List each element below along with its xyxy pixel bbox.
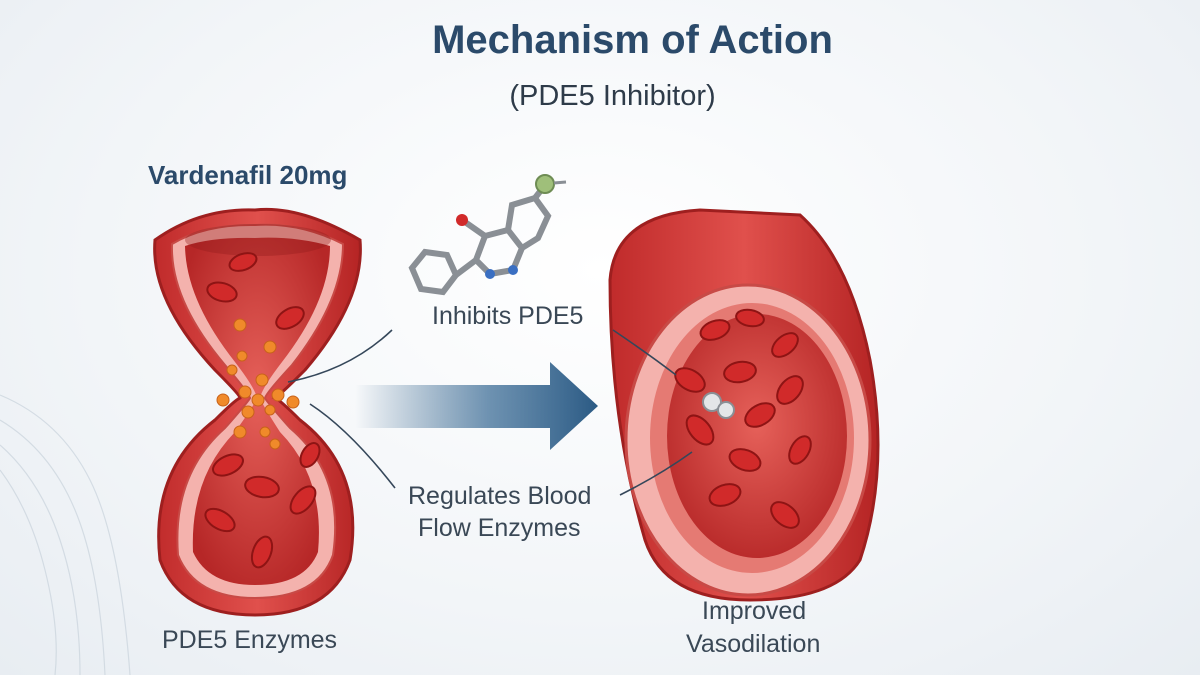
inhibitor-particles — [702, 392, 735, 419]
improved-label-line2: Vasodilation — [686, 630, 821, 658]
improved-label-line1: Improved — [702, 597, 807, 625]
dilated-vessel — [608, 208, 880, 602]
regulates-label-line2: Flow Enzymes — [418, 514, 581, 542]
inhibits-label: Inhibits PDE5 — [432, 302, 584, 330]
enzyme-particles — [216, 318, 300, 450]
callout-lines — [287, 329, 693, 496]
molecule-atoms — [456, 174, 567, 279]
background-lines — [0, 394, 131, 675]
vardenafil-molecule — [408, 182, 552, 296]
page-title: Mechanism of Action — [432, 18, 833, 62]
enzymes-label: PDE5 Enzymes — [162, 626, 338, 654]
blood-cells-right — [674, 308, 812, 529]
page-subtitle: (PDE5 Inhibitor) — [509, 80, 716, 112]
regulates-label-line1: Regulates Blood — [408, 482, 592, 510]
drug-label: Vardenafil 20mg — [148, 160, 348, 190]
transition-arrow — [355, 362, 598, 450]
blood-cells-left — [204, 252, 321, 569]
